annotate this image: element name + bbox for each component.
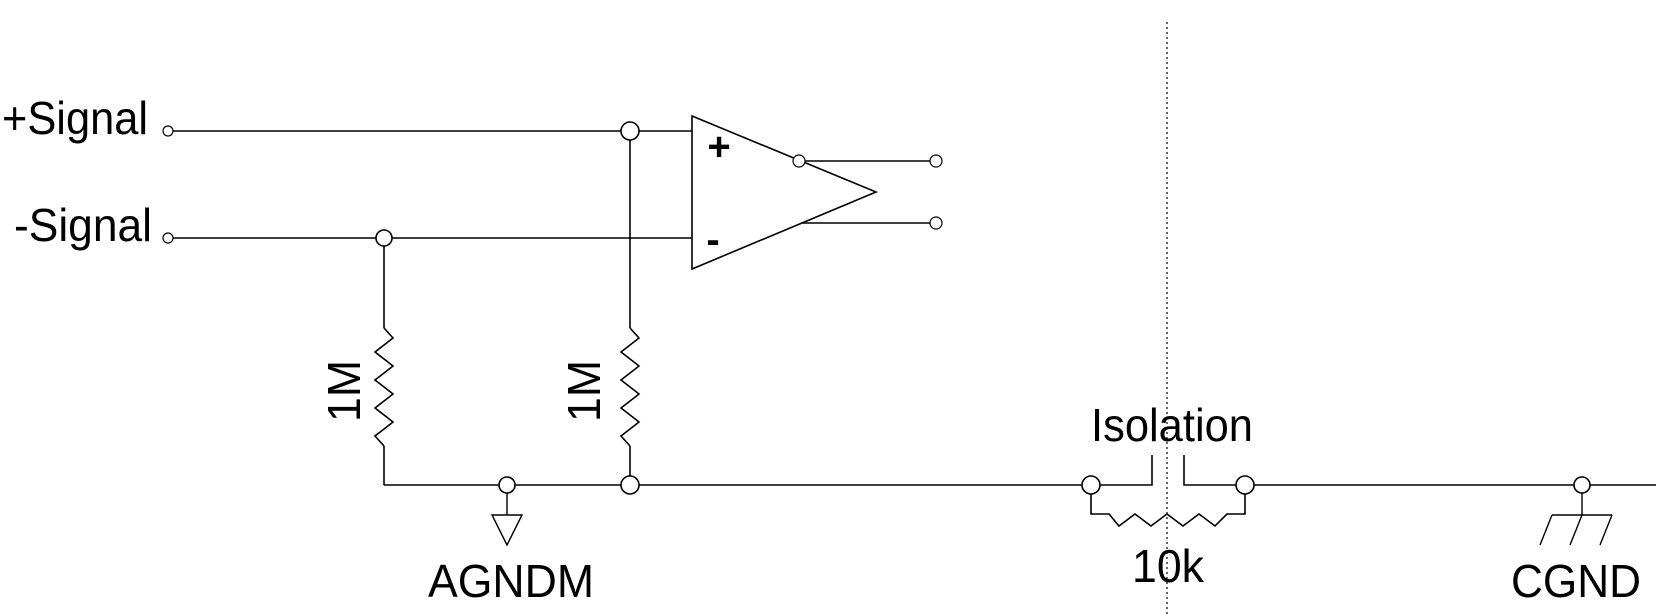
minus-signal-terminal[interactable] <box>162 232 174 244</box>
opamp-output-node <box>792 154 806 168</box>
ground-junction-right-resistor <box>620 475 640 495</box>
cgnd-hatch-1 <box>1539 514 1553 546</box>
agndm-label: AGNDM <box>428 555 594 607</box>
opamp-minus-sign: - <box>706 218 719 262</box>
output-terminal-bottom[interactable] <box>929 216 943 230</box>
r-iso-resistor <box>1090 494 1246 528</box>
r2-resistor <box>619 327 641 447</box>
output-terminal-top[interactable] <box>929 154 943 168</box>
agndm-ground-icon <box>490 514 524 547</box>
isolation-right-plate <box>1183 455 1236 486</box>
isolation-right-node <box>1235 475 1255 495</box>
cgnd-node <box>1573 476 1591 494</box>
minus-signal-junction <box>375 229 393 247</box>
isolation-left-node <box>1081 475 1101 495</box>
plus-signal-label: +Signal <box>2 92 148 144</box>
cgnd-label: CGND <box>1511 555 1641 607</box>
plus-signal-junction <box>620 121 640 141</box>
isolation-left-plate <box>1100 455 1153 486</box>
r1-label: 1M <box>318 360 370 422</box>
plus-signal-terminal[interactable] <box>162 125 174 137</box>
r1-resistor <box>373 327 395 447</box>
isolation-label: Isolation <box>1091 399 1253 451</box>
minus-signal-label: -Signal <box>14 199 152 251</box>
cgnd-hatch-2 <box>1569 514 1583 546</box>
agndm-node <box>498 476 516 494</box>
opamp-triangle <box>691 114 879 271</box>
r2-label: 1M <box>558 360 610 422</box>
cgnd-hatch-3 <box>1599 514 1613 546</box>
r-iso-label: 10k <box>1132 540 1205 592</box>
opamp-plus-sign: + <box>707 125 730 169</box>
